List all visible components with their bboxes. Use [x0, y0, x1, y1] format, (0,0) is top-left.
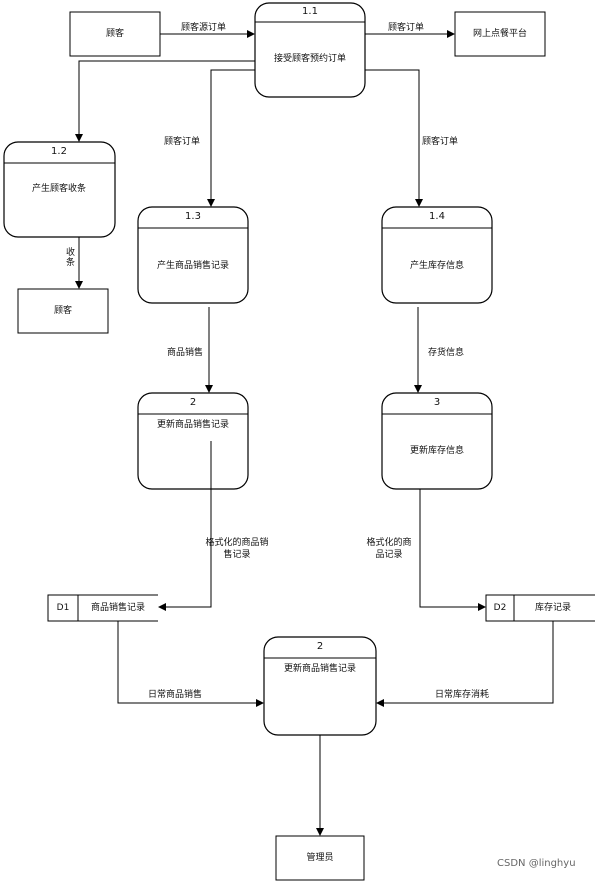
flow-label-daily-consumption: 日常库存消耗: [435, 690, 490, 700]
flow-label-receipt: 收条: [66, 248, 76, 268]
process-2b-name: 更新商品销售记录: [283, 664, 357, 674]
entity-customer-top-label: 顾客: [105, 29, 125, 39]
watermark: CSDN @linghyu: [497, 858, 576, 869]
process-1-3-id: 1.3: [185, 211, 201, 222]
process-1-4-id: 1.4: [429, 211, 445, 222]
flow-label-formatted-sales: 格式化的商品销售记录: [205, 538, 269, 560]
entity-customer-top-box: [69, 11, 161, 57]
process-3-box: [381, 392, 493, 490]
process-1-1-box: [254, 2, 366, 98]
flow-1-1-to-1-4: [365, 69, 423, 207]
store-d1-id: D1: [56, 603, 70, 613]
entity-manager-box: [275, 835, 365, 881]
process-1-2-box: [3, 141, 116, 238]
flow-label-stock: 存货信息: [428, 348, 465, 358]
flow-label-daily-sales: 日常商品销售: [148, 690, 203, 700]
process-3-name: 更新库存信息: [409, 446, 465, 456]
process-2-id: 2: [189, 397, 197, 408]
process-1-4-box: [381, 206, 493, 304]
flow-3-to-d2: [419, 489, 486, 611]
entity-customer-bottom-box: [17, 288, 109, 334]
flow-d2-to-2b: [376, 621, 554, 707]
store-d1-name: 商品销售记录: [90, 603, 146, 613]
process-2-name: 更新商品销售记录: [156, 420, 230, 430]
entity-platform-label: 网上点餐平台: [472, 29, 528, 39]
process-3-id: 3: [433, 397, 441, 408]
process-2-box: [137, 392, 249, 490]
store-d2-name: 库存记录: [534, 603, 572, 613]
process-1-3-box: [137, 206, 249, 304]
flow-label-customer-order: 顾客源订单: [181, 23, 227, 33]
process-2b-id: 2: [316, 641, 324, 652]
flow-1-1-to-1-3: [207, 69, 255, 207]
process-1-2-id: 1.2: [51, 146, 67, 157]
entity-customer-bottom-label: 顾客: [53, 306, 73, 316]
process-1-2-name: 产生顾客收条: [31, 184, 87, 194]
flow-label-formatted-goods: 格式化的商品记录: [366, 538, 412, 560]
flow-label-sales: 商品销售: [167, 348, 204, 358]
entity-platform-box: [454, 11, 546, 57]
entity-manager-label: 管理员: [306, 853, 334, 863]
process-1-1-id: 1.1: [302, 6, 318, 17]
process-1-1-name: 接受顾客预约订单: [273, 54, 347, 64]
flow-1-1-to-1-2: [75, 60, 255, 142]
flow-label-platform-order: 顾客订单: [388, 23, 425, 33]
store-d2-id: D2: [493, 603, 507, 613]
process-1-3-name: 产生商品销售记录: [156, 261, 230, 271]
flow-2-to-d1: [158, 441, 212, 611]
store-d1-box: [47, 594, 158, 622]
process-1-4-name: 产生库存信息: [409, 261, 465, 271]
store-d2-box: [485, 594, 595, 622]
flow-label-order-right: 顾客订单: [422, 137, 459, 147]
flow-d1-to-2b: [117, 621, 264, 707]
flow-label-order-left: 顾客订单: [164, 137, 201, 147]
